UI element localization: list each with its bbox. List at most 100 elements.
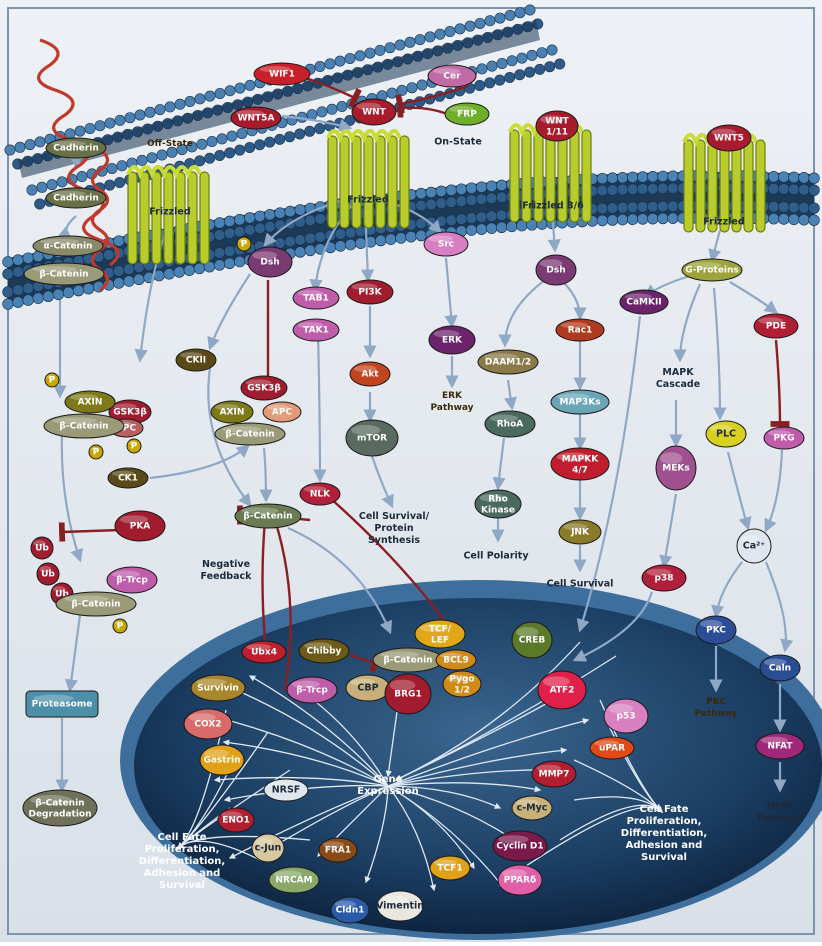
eno1-node: ENO1 — [218, 808, 254, 832]
wif1-node: WIF1 — [254, 63, 310, 85]
ckii-node-label: CKII — [186, 356, 206, 366]
beta-catenin-node-ub: β-Catenin — [56, 592, 136, 616]
pkc-node-label: PKC — [706, 626, 726, 636]
btrcp-node-nucleus-label: β-Trcp — [296, 686, 328, 696]
rho-kinase-node: RhoKinase — [475, 490, 521, 518]
cjun-node: c-Jun — [252, 834, 284, 862]
eno1-node-label: ENO1 — [222, 816, 250, 826]
tak1-node-label: TAK1 — [303, 326, 329, 336]
meks-node: MEKs — [656, 446, 696, 490]
tcf-lef-node-label: TCF/LEF — [429, 624, 452, 645]
cbp-node-label: CBP — [357, 683, 378, 694]
jnk-node-label: JNK — [570, 528, 590, 538]
akt-node-label: Akt — [361, 370, 379, 380]
plc-node-label: PLC — [716, 429, 736, 440]
cox2-node: COX2 — [184, 709, 232, 739]
btrcp-node-cyto: β-Trcp — [107, 567, 157, 593]
axin-node-center: AXIN — [211, 401, 253, 423]
wnt11-node: WNT1/11 — [536, 111, 578, 141]
p-node-dsh: P — [237, 237, 251, 251]
fra1-node-label: FRA1 — [325, 846, 351, 856]
mmp-node: MMP7 — [532, 761, 576, 787]
ppar-node: PPARδ — [498, 865, 542, 895]
plc-node: PLC — [706, 421, 746, 447]
pkc-node: PKC — [696, 616, 736, 644]
brg1-node: BRG1 — [385, 674, 431, 714]
ckii-node: CKII — [176, 349, 216, 371]
pde-node-label: PDE — [766, 322, 786, 332]
bcl9-node: BCL9 — [436, 650, 476, 670]
meks-node-label: MEKs — [662, 464, 689, 474]
frizzled-3-6-label: Frizzled 3/6 — [522, 201, 584, 212]
pkg-node: PKG — [764, 427, 804, 449]
axin-node-left: AXIN — [65, 391, 115, 413]
beta-catenin-degradation-node-shape — [23, 790, 97, 826]
ubx4-node: Ubx4 — [242, 641, 286, 663]
wnt5-node: WNT5 — [707, 125, 751, 151]
off-state-label: Off-State — [147, 139, 193, 149]
rhoa-node: RhoA — [485, 411, 535, 437]
alpha-catenin-node-label: α-Catenin — [44, 242, 93, 252]
erk-node-label: ERK — [442, 336, 463, 346]
mtor-node-label: mTOR — [357, 434, 387, 444]
beta-catenin-node-membrane-label: β-Catenin — [39, 270, 88, 280]
apc-node-center: APC — [263, 402, 301, 422]
brg1-node-label: BRG1 — [394, 690, 421, 700]
gastrin-node: Gastrin — [200, 745, 244, 775]
frizzled-label-on: Frizzled — [347, 195, 388, 206]
proteasome-node: Proteasome — [26, 691, 98, 717]
map3ks-node: MAP3Ks — [551, 390, 609, 414]
camkii-node-label: CaMKII — [626, 298, 661, 308]
nrcam-node: NRCAM — [269, 867, 319, 893]
p-node-3-label: P — [131, 442, 138, 452]
tab1-node: TAB1 — [293, 287, 339, 309]
wnt-node-label: WNT — [362, 108, 386, 118]
dsh2-node-label: Dsh — [546, 266, 565, 276]
src-node-label: Src — [438, 240, 454, 250]
p-node-4-label: P — [117, 622, 124, 632]
src-node: Src — [424, 232, 468, 256]
camkii-node: CaMKII — [620, 290, 668, 314]
cmyc-node-label: c-Myc — [517, 803, 548, 814]
wnt5a-node: WNT5A — [231, 107, 281, 129]
gastrin-node-label: Gastrin — [203, 756, 240, 766]
frp-node: FRP — [445, 103, 489, 125]
cadherin-node-1-label: Cadherin — [53, 144, 99, 154]
bcl9-node-label: BCL9 — [443, 656, 468, 666]
apc-node-center-label: APC — [272, 408, 293, 418]
ub-node-1-label: Ub — [35, 544, 49, 554]
cell-polarity-label: Cell Polarity — [463, 551, 529, 562]
ck1-node: CK1 — [108, 468, 148, 488]
p-node-1-label: P — [49, 376, 56, 386]
cjun-node-label: c-Jun — [255, 843, 282, 854]
wnt5a-node-label: WNT5A — [238, 114, 275, 124]
vimentin-node-label: Vimentin — [376, 901, 424, 912]
cldn1-node-label: Cldn1 — [336, 906, 365, 916]
gsk3b-node-left-label: GSK3β — [113, 408, 147, 418]
chibby-node-label: Chibby — [307, 647, 342, 657]
nfat-node: NFAT — [756, 733, 804, 759]
dsh-node: Dsh — [248, 247, 292, 277]
cadherin-node-2: Cadherin — [46, 188, 106, 208]
btrcp-node-cyto-label: β-Trcp — [116, 576, 148, 586]
cell-survival-label: Cell Survival — [547, 579, 614, 590]
beta-catenin-node-nucleus: β-Catenin — [373, 648, 443, 672]
gsk3b-node-center-label: GSK3β — [247, 384, 281, 394]
frp-node-label: FRP — [457, 110, 477, 120]
p-node-3: P — [127, 439, 141, 453]
wnt5-node-label: WNT5 — [714, 134, 744, 144]
wif1-node-label: WIF1 — [269, 70, 295, 80]
pka-node: PKA — [115, 511, 165, 541]
nlk-node: NLK — [300, 483, 340, 505]
rhoa-node-label: RhoA — [497, 420, 524, 430]
mtor-node: mTOR — [346, 420, 398, 456]
tak1-node: TAK1 — [293, 319, 339, 341]
p38-node: p38 — [642, 565, 686, 591]
beta-catenin-node-cyto: β-Catenin — [235, 504, 301, 528]
axin-node-left-label: AXIN — [78, 398, 103, 408]
atf2-node: ATF2 — [538, 671, 586, 709]
dsh-node-label: Dsh — [260, 258, 279, 268]
